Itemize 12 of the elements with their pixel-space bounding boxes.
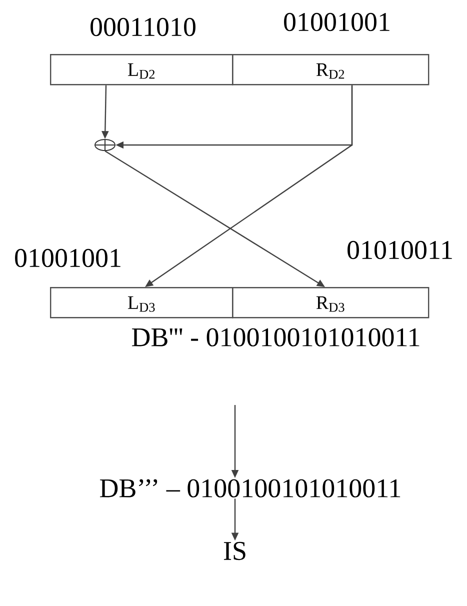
- register-cell: L$_{D2}$: [50, 54, 234, 86]
- output-text: IS: [224, 542, 246, 560]
- bit-string: 01010011: [348, 240, 452, 260]
- register-cell: R$_{D3}$: [232, 287, 430, 318]
- output-text: DB’’’ – 0100100101010011: [100, 479, 400, 498]
- register-cell: L$_{D3}$: [50, 287, 234, 318]
- xor-symbol: [94, 138, 116, 152]
- bit-string: 01001001: [284, 12, 390, 32]
- bit-string: 01001001: [15, 248, 120, 268]
- register-cell: R$_{D2}$: [232, 54, 430, 86]
- output-text: DB''' - 0100100101010011: [132, 328, 420, 346]
- bit-string: 00011010: [90, 18, 196, 36]
